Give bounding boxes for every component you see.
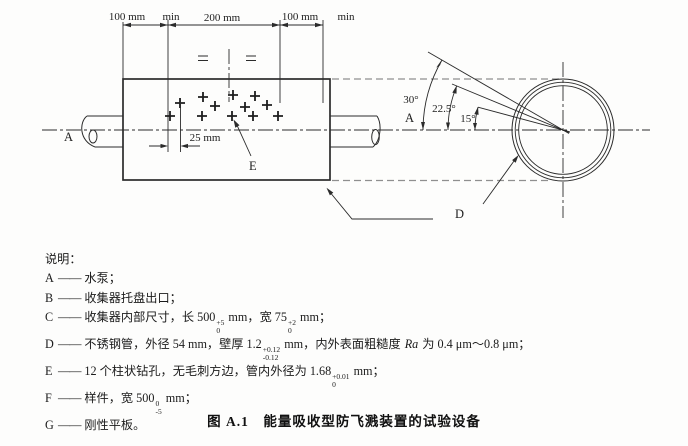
right-pipe bbox=[330, 115, 381, 148]
spray-angles: 30° 22.5° 15° A bbox=[403, 51, 570, 134]
label-a-left: A bbox=[64, 130, 73, 144]
collector-box bbox=[122, 78, 331, 181]
test-rig-diagram: 100 mm min 200 mm 100 mm min A bbox=[42, 11, 650, 221]
hole-pitch-dimension: 25 mm bbox=[149, 98, 221, 152]
legend-item-G: G——刚性平板。 bbox=[45, 417, 146, 432]
symmetry-marks bbox=[198, 49, 256, 102]
drill-holes bbox=[165, 90, 283, 121]
angle-15: 15° bbox=[460, 113, 475, 125]
dim-200mm: 200 mm bbox=[204, 12, 241, 24]
angle-30: 30° bbox=[403, 94, 418, 106]
dim-100mm-right: 100 mm bbox=[282, 11, 319, 23]
label-d: D bbox=[455, 207, 464, 221]
top-dimensions: 100 mm min 200 mm 100 mm min bbox=[109, 11, 355, 152]
left-pipe bbox=[81, 115, 123, 148]
tolerance: +0.12-0.12 bbox=[262, 344, 281, 362]
legend-title: 说明： bbox=[45, 252, 82, 266]
legend-item-A: A——水泵； bbox=[45, 271, 121, 286]
tube-cross-section bbox=[511, 62, 615, 218]
legend-item-D: D——不锈钢管，外径 54 mm，壁厚 1.2+0.12-0.12 mm，内外表… bbox=[45, 336, 531, 362]
d-leader: D bbox=[455, 155, 519, 221]
dim-25mm: 25 mm bbox=[190, 132, 221, 144]
dim-100mm-left: 100 mm bbox=[109, 11, 146, 23]
label-a-right: A bbox=[405, 111, 414, 125]
angle-22-5: 22.5° bbox=[432, 103, 456, 115]
plate-leader bbox=[326, 187, 433, 220]
label-e: E bbox=[249, 159, 257, 173]
dim-100mm-right-min: min bbox=[337, 11, 355, 23]
dim-100mm-left-min: min bbox=[162, 11, 180, 23]
legend-item-B: B——收集器托盘出口； bbox=[45, 290, 182, 305]
e-leader: E bbox=[233, 119, 257, 173]
figure-caption: 图 A.1 能量吸收型防飞溅装置的试验设备 bbox=[207, 414, 481, 429]
tolerance: 0-5 bbox=[155, 398, 162, 416]
